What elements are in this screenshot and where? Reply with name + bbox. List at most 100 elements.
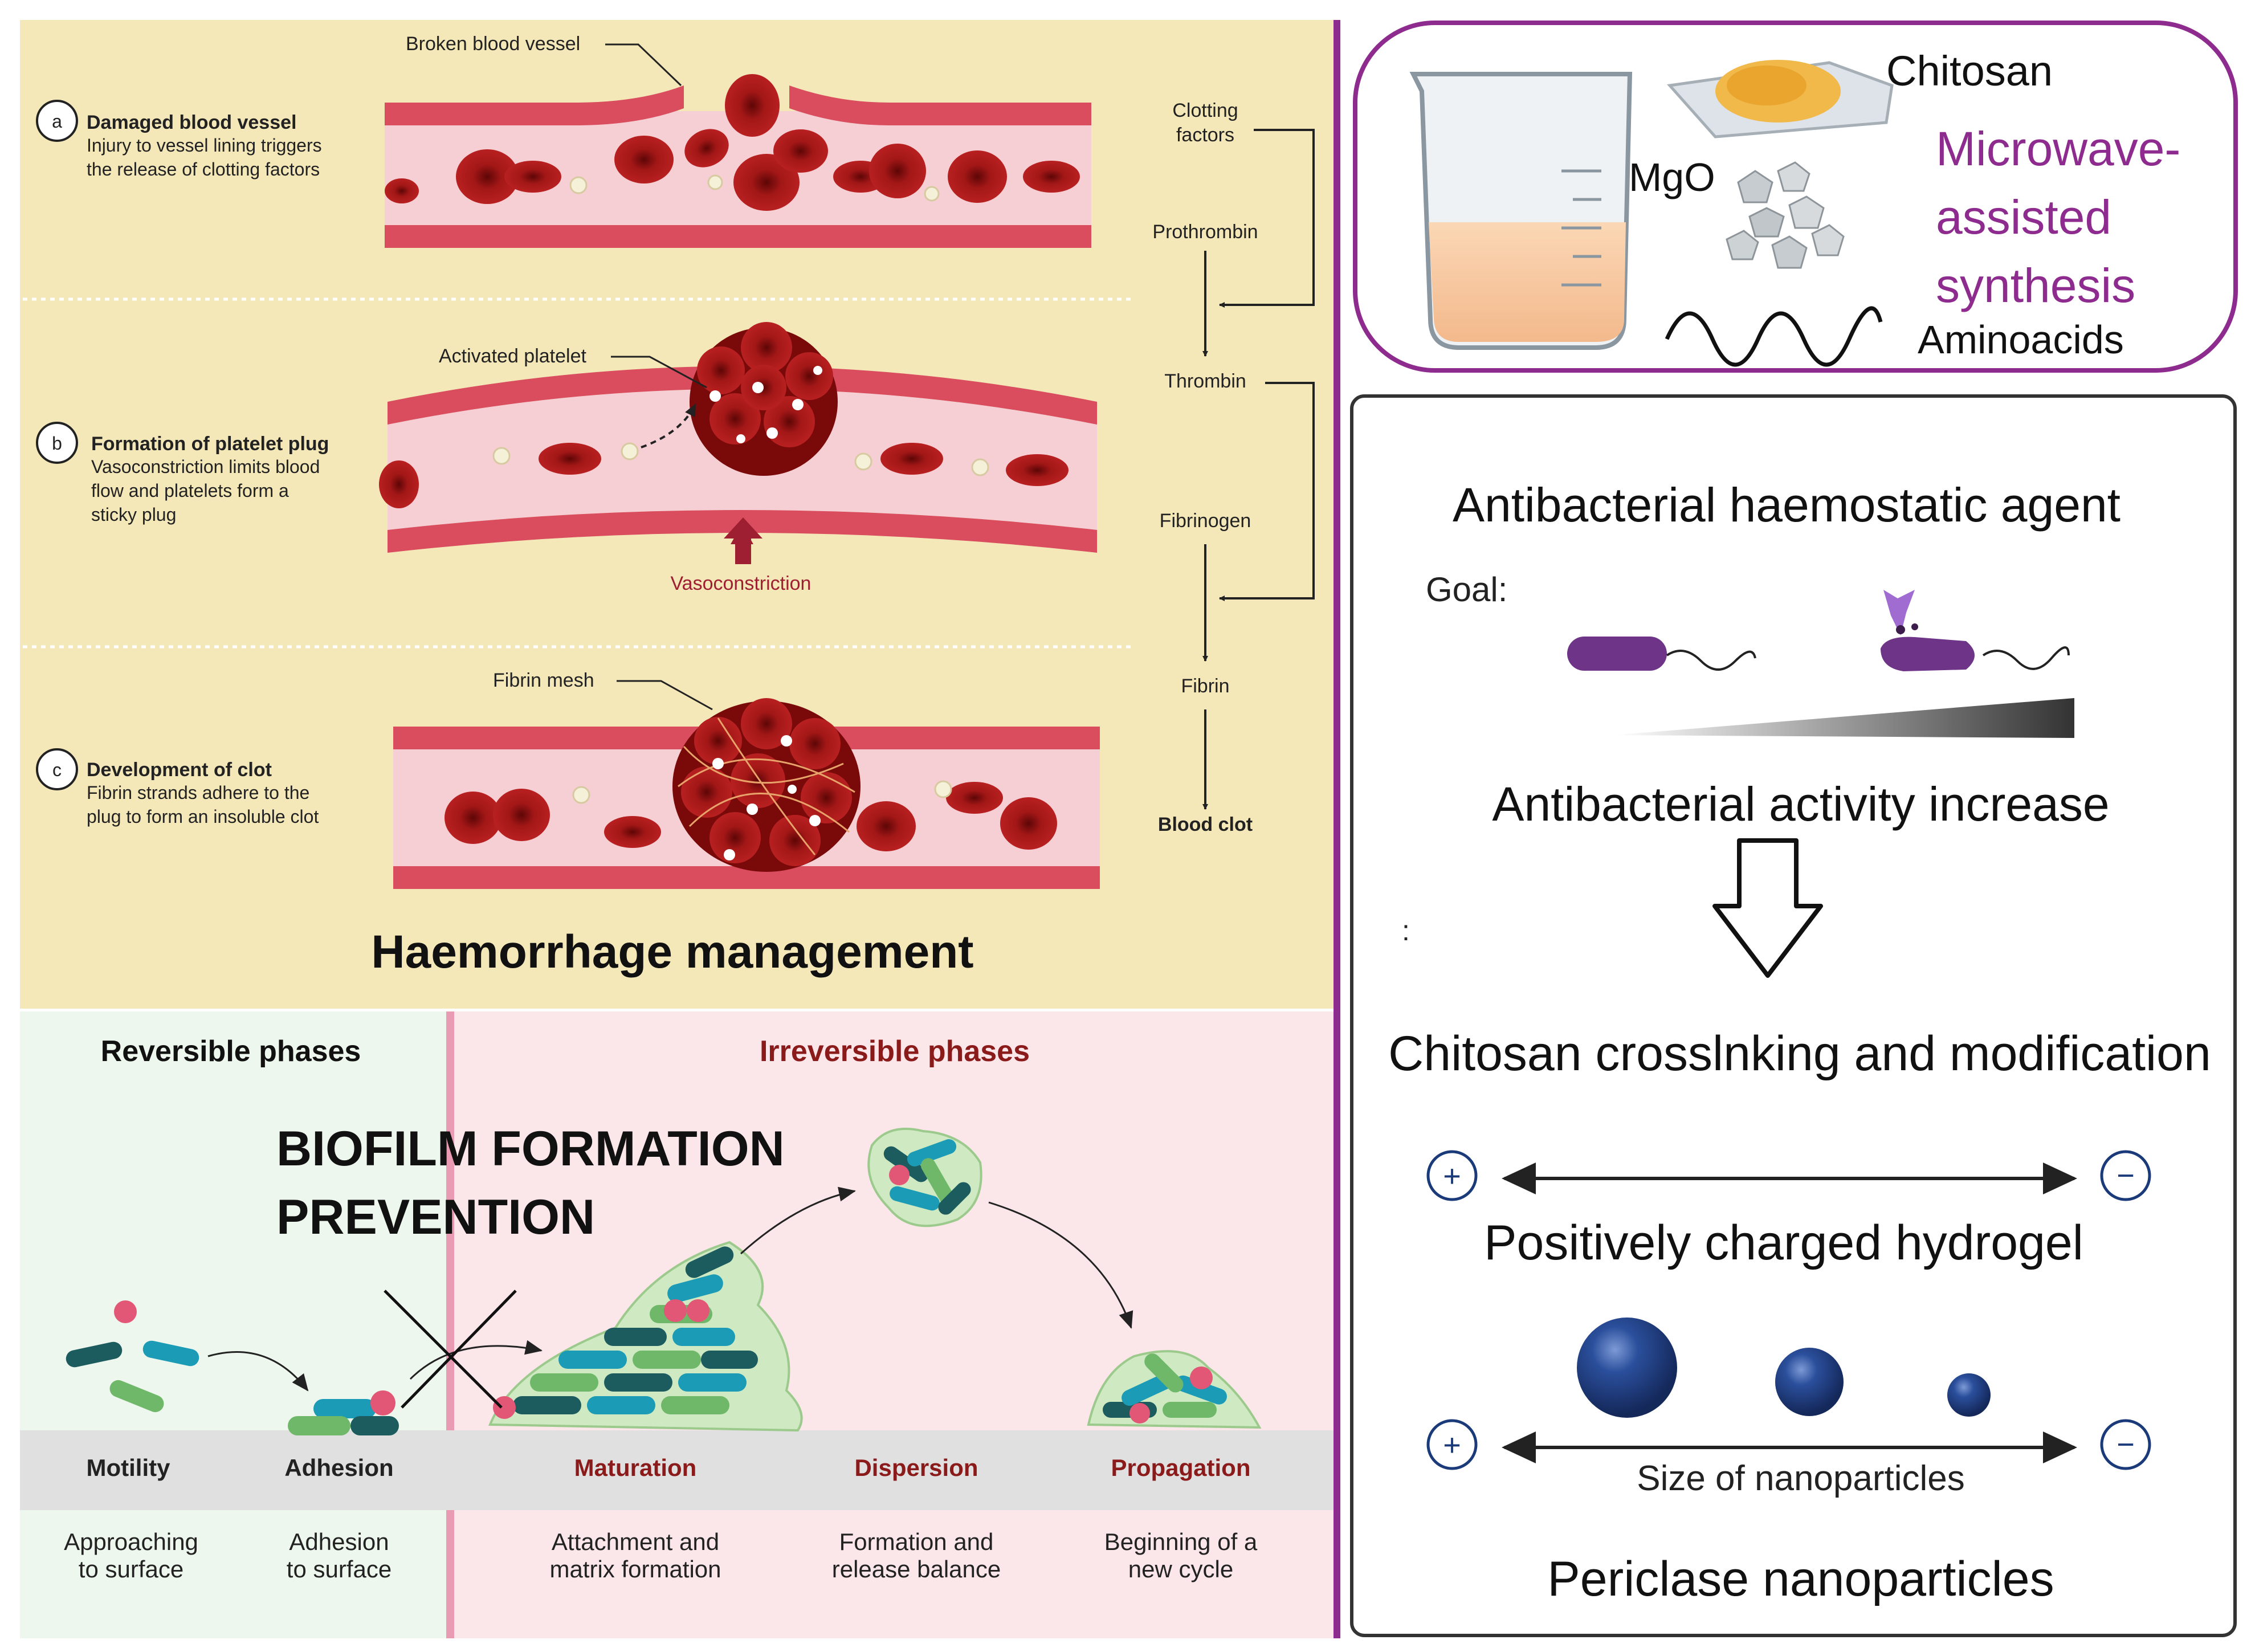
platelet <box>569 176 588 194</box>
stage-a-title: Damaged blood vessel <box>87 112 296 133</box>
reversible-background <box>20 1011 453 1638</box>
red-blood-cell <box>1023 161 1080 193</box>
mgo-crystals-icon <box>1726 161 1845 269</box>
size-label: Size of nanoparticles <box>1637 1459 1965 1498</box>
dispersion-cluster <box>867 1127 982 1227</box>
prevention-cross-line <box>401 1290 517 1409</box>
stage-b-desc-line: sticky plug <box>91 504 176 525</box>
adhesion-to-maturation-arrow <box>409 1340 543 1380</box>
stage-a: a Damaged blood vessel Injury to vessel … <box>36 33 1091 248</box>
cascade-blood-clot: Blood clot <box>1158 814 1253 835</box>
phase-maturation: Maturation <box>574 1454 697 1481</box>
cascade-thrombin: Thrombin <box>1164 370 1246 392</box>
stage-a-desc-line: the release of clotting factors <box>87 159 320 180</box>
stage-c-desc-line: Fibrin strands adhere to the <box>87 782 309 803</box>
aminoacids-label: Aminoacids <box>1918 317 2124 362</box>
vessel-wall-bottom <box>393 866 1100 889</box>
stage-b-title: Formation of platelet plug <box>91 433 329 455</box>
minus-charge-symbol: − <box>2117 1159 2135 1193</box>
red-blood-cell <box>733 154 800 211</box>
red-blood-cell <box>857 801 916 851</box>
nanoparticle-small-icon <box>1947 1373 1991 1417</box>
mgo-label: MgO <box>1629 155 1715 199</box>
stage-c-title: Development of clot <box>87 759 272 781</box>
cascade-feedback-arrow <box>1219 129 1315 308</box>
prevention-cross-line <box>384 1290 503 1409</box>
platelet <box>934 780 952 798</box>
red-blood-cell <box>493 789 550 841</box>
broken-vessel-callout: Broken blood vessel <box>406 33 580 55</box>
callout-line <box>617 680 713 711</box>
red-blood-cell <box>948 150 1007 203</box>
platelet-plug <box>690 322 838 476</box>
activity-gradient-wedge <box>1613 698 2074 738</box>
phase-desc-line: new cycle <box>1128 1556 1233 1582</box>
synthesis-method-line: assisted <box>1936 190 2111 244</box>
red-blood-cell <box>604 816 661 848</box>
stage-b-desc-line: flow and platelets form a <box>91 480 289 501</box>
haemorrhage-title: Haemorrhage management <box>371 926 973 978</box>
chitosan-label: Chitosan <box>1886 47 2053 95</box>
vessel-wall-top <box>388 366 1097 425</box>
stage-c-desc-line: plug to form an insoluble clot <box>87 806 319 827</box>
fibrin-clot <box>672 698 861 872</box>
phase-desc-line: Attachment and <box>552 1528 719 1555</box>
adhesion-bacteria <box>288 1390 399 1435</box>
fibrin-mesh-callout: Fibrin mesh <box>493 670 594 691</box>
synthesis-method-line: synthesis <box>1936 259 2135 312</box>
size-axis-left-head <box>1502 1431 1536 1463</box>
callout-line <box>611 356 707 389</box>
red-blood-cell <box>456 149 519 204</box>
phase-desc-line: Beginning of a <box>1104 1528 1258 1555</box>
phase-desc-line: Approaching <box>64 1528 198 1555</box>
phase-desc-line: to surface <box>79 1556 183 1582</box>
callout-line <box>605 43 682 87</box>
stage-a-marker <box>36 100 78 142</box>
periclase-label: Periclase nanoparticles <box>1547 1552 2054 1606</box>
phase-desc-line: Formation and <box>839 1528 994 1555</box>
stage-c-marker <box>36 748 78 790</box>
phase-propagation: Propagation <box>1111 1454 1250 1481</box>
stage-c-letter: c <box>52 760 62 780</box>
plus-charge-symbol: + <box>1443 1159 1461 1193</box>
stage-b-letter: b <box>52 433 62 454</box>
platelet <box>707 174 723 190</box>
phase-dispersion: Dispersion <box>854 1454 978 1481</box>
phase-desc-line: Adhesion <box>289 1528 389 1555</box>
cascade-fibrinogen: Fibrinogen <box>1160 510 1251 532</box>
activity-label: Antibacterial activity increase <box>1492 777 2109 831</box>
red-blood-cell <box>379 460 419 508</box>
platelet <box>971 458 989 476</box>
activated-platelet-callout: Activated platelet <box>439 345 586 367</box>
platelet <box>924 186 940 202</box>
phase-adhesion: Adhesion <box>284 1454 393 1481</box>
hydrogel-label: Positively charged hydrogel <box>1484 1215 2083 1270</box>
red-blood-cell <box>684 129 729 168</box>
maturation-biofilm <box>488 1241 803 1432</box>
coagulation-cascade: Clotting factors Prothrombin Thrombin Fi… <box>1152 100 1315 835</box>
colon-mark: : <box>1402 915 1410 947</box>
stage-b-desc-line: Vasoconstriction limits blood <box>91 456 320 477</box>
synthesis-panel: Chitosan MgO Aminoacids Microwave- assis… <box>1353 21 2238 373</box>
constricted-vessel <box>379 322 1097 553</box>
dispersion-to-propagation-arrow <box>988 1201 1133 1329</box>
red-blood-cell <box>773 129 828 173</box>
vasoconstriction-arrow-head <box>724 517 762 539</box>
chitosan-dish-icon <box>1667 60 1894 138</box>
stage-c: c Development of clot Fibrin strands adh… <box>36 670 1100 889</box>
cascade-prothrombin: Prothrombin <box>1152 221 1258 243</box>
panel-separator <box>1334 20 1340 1638</box>
vessel-wall-top-right <box>789 85 1091 125</box>
phase-motility: Motility <box>87 1454 171 1481</box>
stage-a-desc-line: Injury to vessel lining triggers <box>87 135 322 156</box>
bacterium-damaged-icon <box>1881 590 2070 671</box>
down-arrow-icon <box>1712 838 1823 978</box>
vessel-wall-top-left <box>385 85 684 125</box>
red-blood-cell <box>880 443 943 475</box>
nanoparticle-large-icon <box>1577 1317 1677 1418</box>
charge-axis-left-head <box>1502 1162 1536 1194</box>
phase-divider <box>446 1011 454 1638</box>
motility-to-adhesion-arrow <box>207 1351 309 1392</box>
size-axis-right-head <box>2043 1431 2077 1463</box>
red-blood-cell <box>539 443 601 475</box>
